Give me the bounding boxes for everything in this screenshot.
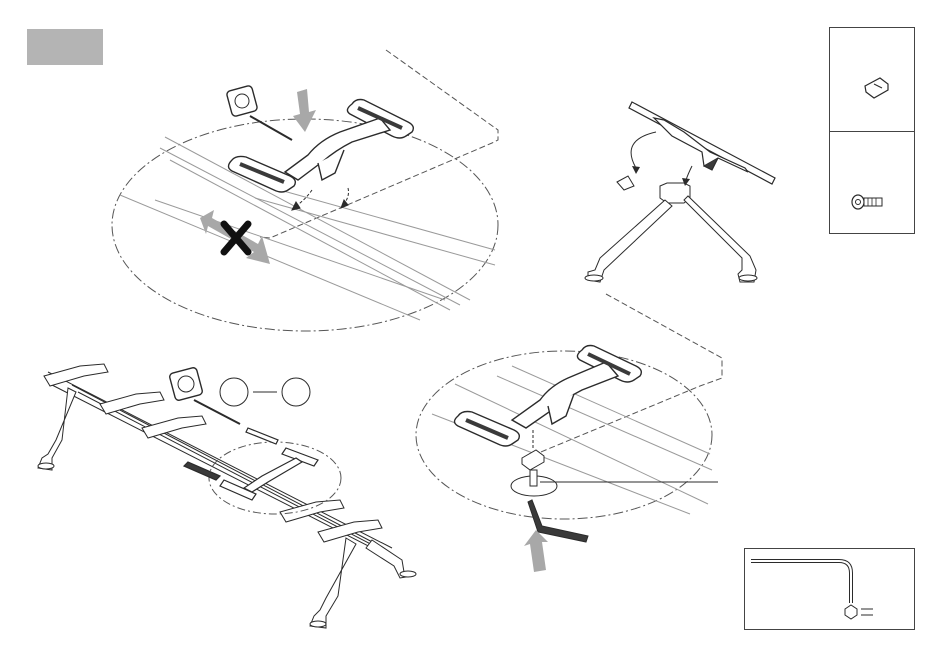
up-arrow-icon xyxy=(524,530,548,572)
tape-measure-overview xyxy=(169,367,240,424)
magnify-ellipse-top xyxy=(112,119,498,331)
parts-panel xyxy=(829,27,915,234)
flip-view xyxy=(585,102,775,282)
overview-legs xyxy=(38,388,416,628)
tape-measure-top xyxy=(226,85,292,140)
tabletop-edge xyxy=(629,102,775,184)
bracket-under-top xyxy=(654,118,748,172)
bolt-icon xyxy=(830,132,914,233)
overview-arms xyxy=(44,364,382,542)
detail-view-top xyxy=(112,50,498,331)
bracket-bottom xyxy=(455,346,642,447)
allen-key-tool-icon xyxy=(745,549,914,629)
equal-measure-symbol xyxy=(220,378,310,406)
prohibited-move-icon xyxy=(200,210,270,264)
clip-icon xyxy=(830,28,914,131)
bracket-overview xyxy=(184,428,318,500)
bracket-top xyxy=(229,100,414,193)
parts-cell-clip xyxy=(830,28,914,132)
clip-part xyxy=(617,176,634,190)
tool-panel xyxy=(744,548,915,630)
down-arrow-icon xyxy=(293,89,316,132)
leg-frame xyxy=(585,183,757,282)
parts-cell-bolt xyxy=(830,132,914,233)
fixing-view xyxy=(416,294,722,572)
overview-view xyxy=(38,364,416,628)
